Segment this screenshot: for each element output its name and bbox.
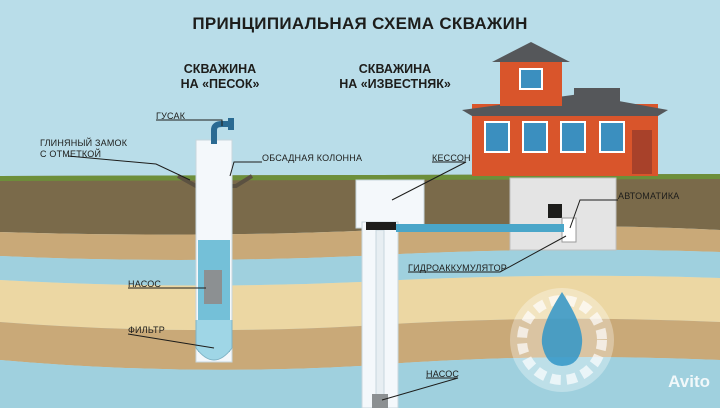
water-layer-upper bbox=[0, 249, 720, 286]
avito-watermark: Avito bbox=[668, 372, 710, 391]
limestone-well bbox=[355, 179, 564, 408]
label-pump-left: НАСОС bbox=[128, 279, 162, 289]
sand-layer bbox=[0, 275, 720, 331]
loam-layer bbox=[0, 318, 720, 370]
label-gusak: ГУСАК bbox=[156, 111, 186, 121]
limestone-well-heading: СКВАЖИНА НА «ИЗВЕСТНЯК» bbox=[330, 62, 460, 92]
limestone-well-heading-line1: СКВАЖИНА bbox=[358, 62, 432, 76]
sand-well-heading-line1: СКВАЖИНА bbox=[183, 62, 257, 76]
sand-well-heading-line2: НА «ПЕСОК» bbox=[180, 77, 260, 91]
page-title: ПРИНЦИПИАЛЬНАЯ СХЕМА СКВАЖИН bbox=[192, 14, 528, 33]
label-filter: ФИЛЬТР bbox=[128, 325, 165, 335]
label-clay-lock-line1: ГЛИНЯНЫЙ ЗАМОК bbox=[40, 138, 128, 148]
accumulator-tank bbox=[561, 217, 577, 243]
leader-lines bbox=[67, 119, 618, 401]
automation-block bbox=[548, 204, 562, 218]
label-caisson: КЕССОН bbox=[432, 153, 471, 163]
house bbox=[462, 42, 668, 176]
label-pump-right: НАСОС bbox=[426, 369, 460, 379]
sand-well-heading: СКВАЖИНА НА «ПЕСОК» bbox=[168, 62, 272, 92]
droplet-badge-icon bbox=[510, 288, 614, 392]
limestone-well-heading-line2: НА «ИЗВЕСТНЯК» bbox=[339, 77, 451, 91]
label-clay-lock-line2: С ОТМЕТКОЙ bbox=[40, 149, 102, 159]
label-accumulator: ГИДРОАККУМУЛЯТОР bbox=[408, 263, 507, 273]
label-casing: ОБСАДНАЯ КОЛОННА bbox=[262, 153, 363, 163]
label-automation: АВТОМАТИКА bbox=[618, 191, 680, 201]
sand-well bbox=[177, 118, 254, 363]
